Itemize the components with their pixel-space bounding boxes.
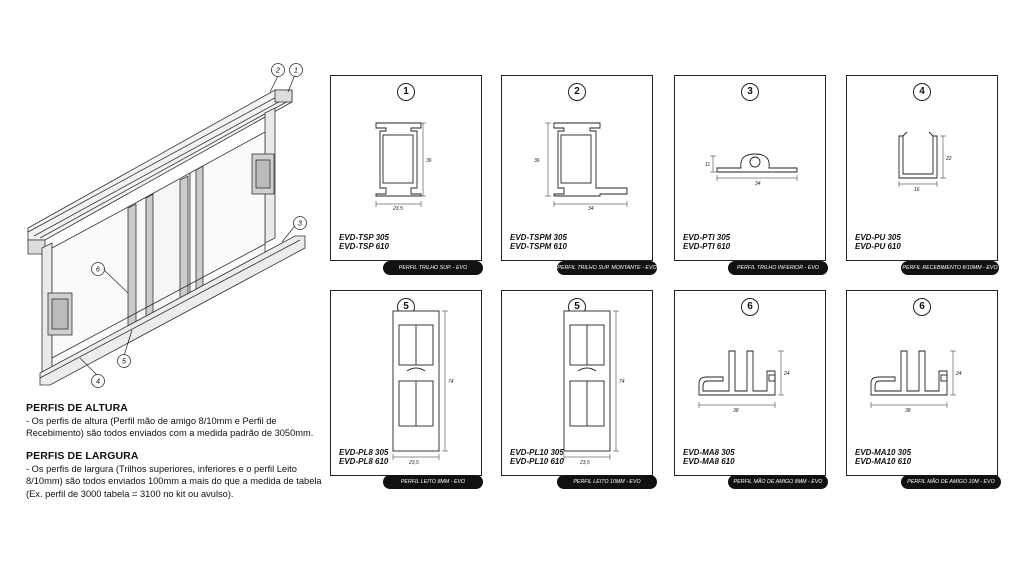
dimension-height: 11 <box>705 162 710 168</box>
profile-card-8: 6 24 38 EVD-MA10 305 EVD-MA10 610 <box>846 290 998 476</box>
dimension-width: 38 <box>905 408 911 414</box>
svg-text:5: 5 <box>122 359 126 366</box>
profile-card-7: 6 24 38 EVD-MA8 305 EVD-MA8 610 <box>674 290 826 476</box>
dimension-width: 23,5 <box>408 460 419 466</box>
dimension-height: 74 <box>448 379 454 385</box>
dimension-height: 22 <box>945 156 952 162</box>
dimension-width: 16 <box>914 187 920 193</box>
dimension-height: 36 <box>426 158 432 164</box>
product-codes: EVD-TSP 305 EVD-TSP 610 <box>339 233 389 251</box>
dimension-height: 74 <box>619 379 625 385</box>
assembly-callouts: 1 2 3 4 5 6 <box>91 63 307 388</box>
profile-label-pill-6: PERFIL LEITO 10MM - EVO <box>557 475 657 489</box>
profile-number-badge: 1 <box>397 83 415 101</box>
product-codes: EVD-MA10 305 EVD-MA10 610 <box>855 448 912 466</box>
product-codes: EVD-PL8 305 EVD-PL8 610 <box>339 448 389 466</box>
svg-text:1: 1 <box>294 68 298 75</box>
profile-card-1: 1 23,5 36 EVD-TSP 305 EVD-TSP 610 <box>330 75 482 261</box>
dimension-width: 34 <box>755 181 761 187</box>
profile-number-badge: 4 <box>913 83 931 101</box>
profile-card-5: 5 74 23,5 EVD-PL8 305 EVD-PL8 610 <box>330 290 482 476</box>
profile-drawing: 23,5 36 <box>375 122 432 212</box>
profile-number-badge: 3 <box>741 83 759 101</box>
product-codes: EVD-PTI 305 EVD-PTI 610 <box>683 233 731 251</box>
profile-label-pill-8: PERFIL MÃO DE AMIGO 10M - EVO <box>901 475 1001 489</box>
width-profiles-title: PERFIS DE LARGURA <box>26 449 139 462</box>
dimension-height: 24 <box>783 371 790 377</box>
svg-text:2: 2 <box>275 68 280 75</box>
product-codes: EVD-PL10 305 EVD-PL10 610 <box>510 448 564 466</box>
profile-drawing: 36 34 <box>534 122 628 212</box>
profile-card-4: 4 22 16 EVD-PU 305 EVD-PU 610 <box>846 75 998 261</box>
dimension-width: 34 <box>588 206 594 212</box>
profile-drawing: 22 16 <box>898 131 952 193</box>
product-codes: EVD-MA8 305 EVD-MA8 610 <box>683 448 735 466</box>
profile-drawing: 24 38 <box>870 350 962 414</box>
profile-label-pill-3: PERFIL TRILHO INFERIOR - EVO <box>728 261 828 275</box>
profile-label-pill-7: PERFIL MÃO DE AMIGO 8MM - EVO <box>728 475 828 489</box>
sliding-door-assembly-drawing: 1 2 3 4 5 6 <box>27 63 307 388</box>
profile-drawing: 74 23,5 <box>563 310 625 466</box>
profile-number-badge: 6 <box>913 298 931 316</box>
profile-label-pill-4: PERFIL RECEBIMENTO 8/10MM - EVO <box>901 261 999 275</box>
profile-drawing: 74 23,5 <box>392 310 454 466</box>
height-profiles-text: - Os perfis de altura (Perfil mão de ami… <box>26 416 314 439</box>
dimension-width: 38 <box>733 408 739 414</box>
product-codes: EVD-PU 305 EVD-PU 610 <box>855 233 901 251</box>
notes-block: PERFIS DE ALTURA - Os perfis de altura (… <box>26 402 326 510</box>
width-profiles-text: - Os perfis de largura (Trilhos superior… <box>26 463 322 499</box>
profile-label-pill-5: PERFIL LEITO 8MM - EVO <box>383 475 483 489</box>
profile-number-badge: 6 <box>741 298 759 316</box>
profile-number-badge: 2 <box>568 83 586 101</box>
height-profiles-title: PERFIS DE ALTURA <box>26 402 128 414</box>
profile-card-3: 3 11 34 EVD-PTI 305 EVD-PTI 610 <box>674 75 826 261</box>
profile-card-6: 5 74 23,5 EVD-PL10 305 EVD-PL10 610 <box>501 290 653 476</box>
product-codes: EVD-TSPM 305 EVD-TSPM 610 <box>510 233 567 251</box>
profile-label-pill-2: PERFIL TRILHO SUP. MONTANTE - EVO <box>557 261 657 275</box>
svg-text:6: 6 <box>96 267 100 274</box>
dimension-width: 23,5 <box>579 460 590 466</box>
dimension-width: 23,5 <box>392 206 403 212</box>
profile-drawing: 11 34 <box>705 153 798 187</box>
profile-label-pill-1: PERFIL TRILHO SUP. - EVO <box>383 261 483 275</box>
profile-card-2: 2 36 34 EVD-TSPM 305 EVD-TSPM 610 <box>501 75 653 261</box>
svg-text:4: 4 <box>96 379 100 386</box>
profile-drawing: 24 38 <box>698 350 790 414</box>
dimension-height: 36 <box>534 158 540 164</box>
dimension-height: 24 <box>955 371 962 377</box>
svg-text:3: 3 <box>298 221 302 228</box>
